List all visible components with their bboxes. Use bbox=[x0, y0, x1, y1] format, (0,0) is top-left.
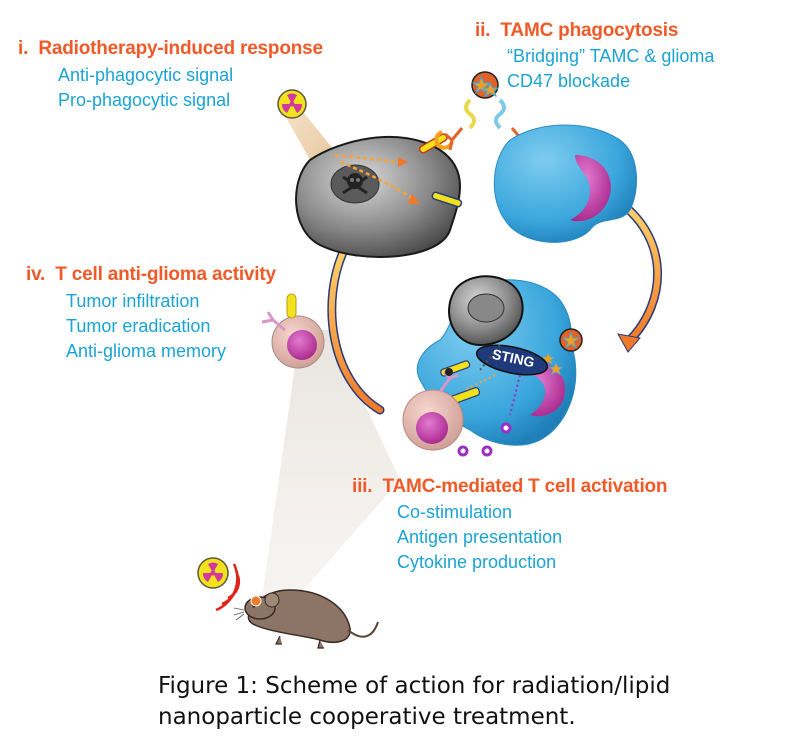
magnification-cone bbox=[262, 330, 400, 605]
antibody-left bbox=[444, 127, 464, 151]
step-iii-item: Antigen presentation bbox=[397, 527, 563, 547]
tumor-cell bbox=[295, 135, 461, 258]
radiation-trefoil-icon bbox=[277, 89, 307, 119]
step-ii: ii. TAMC phagocytosis “Bridging” TAMC & … bbox=[475, 20, 714, 94]
arrowhead-right bbox=[617, 333, 641, 353]
step-iv: iv. T cell anti-glioma activity Tumor in… bbox=[26, 264, 276, 364]
step-ii-heading: ii. TAMC phagocytosis bbox=[475, 20, 714, 42]
tamc-activated-nucleus bbox=[520, 362, 565, 417]
step-iii-title: TAMC-mediated T cell activation bbox=[382, 476, 668, 497]
step-iv-item: Tumor eradication bbox=[66, 316, 211, 336]
step-i-title: Radiotherapy-induced response bbox=[38, 38, 323, 59]
radiation-beam bbox=[284, 108, 334, 163]
tamc-cell bbox=[493, 124, 638, 243]
cytokine bbox=[500, 422, 512, 434]
skull-crossbones-icon bbox=[342, 173, 368, 195]
sting-oval bbox=[475, 344, 549, 376]
caption-line-2: nanoparticle cooperative treatment. bbox=[158, 704, 576, 730]
step-iii-item: Cytokine production bbox=[397, 552, 557, 572]
step-ii-title: TAMC phagocytosis bbox=[500, 20, 679, 41]
bridge-linker-right bbox=[494, 98, 506, 130]
step-i-item: Pro-phagocytic signal bbox=[58, 90, 231, 110]
step-iv-item: Anti-glioma memory bbox=[66, 341, 227, 361]
step-ii-numeral: ii. bbox=[475, 20, 491, 41]
step-iii-heading: iii. TAMC-mediated T cell activation bbox=[352, 476, 668, 498]
cytokine bbox=[481, 445, 493, 457]
radiation-wave bbox=[215, 563, 239, 612]
step-ii-item: “Bridging” TAMC & glioma bbox=[507, 46, 715, 66]
caption-line-1: Figure 1: Scheme of action for radiation… bbox=[158, 673, 671, 699]
t-cell-receptor-yellow bbox=[286, 293, 297, 319]
radiation-trefoil-icon bbox=[197, 557, 229, 589]
step-iii-item: Co-stimulation bbox=[397, 502, 513, 522]
step-iv-heading: iv. T cell anti-glioma activity bbox=[26, 264, 276, 286]
step-iv-numeral: iv. bbox=[26, 264, 46, 285]
step-i-heading: i. Radiotherapy-induced response bbox=[18, 38, 323, 60]
step-i: i. Radiotherapy-induced response Anti-ph… bbox=[18, 38, 323, 113]
step-ii-item: CD47 blockade bbox=[507, 71, 631, 91]
tamc-nucleus bbox=[570, 155, 611, 222]
step-iii-numeral: iii. bbox=[352, 476, 373, 497]
figure-caption: Figure 1: Scheme of action for radiation… bbox=[158, 671, 670, 733]
cytokine bbox=[457, 445, 469, 457]
step-iv-title: T cell anti-glioma activity bbox=[55, 264, 276, 285]
step-i-numeral: i. bbox=[18, 38, 29, 59]
anti-phagocytic-receptor bbox=[431, 191, 463, 208]
bridge-linker-left bbox=[464, 98, 476, 130]
mouse-icon bbox=[233, 589, 379, 649]
step-iii: iii. TAMC-mediated T cell activation Co-… bbox=[352, 476, 668, 575]
lipid-nanoparticle bbox=[471, 71, 500, 99]
step-iv-item: Tumor infiltration bbox=[66, 291, 200, 311]
step-i-item: Anti-phagocytic signal bbox=[58, 65, 234, 85]
